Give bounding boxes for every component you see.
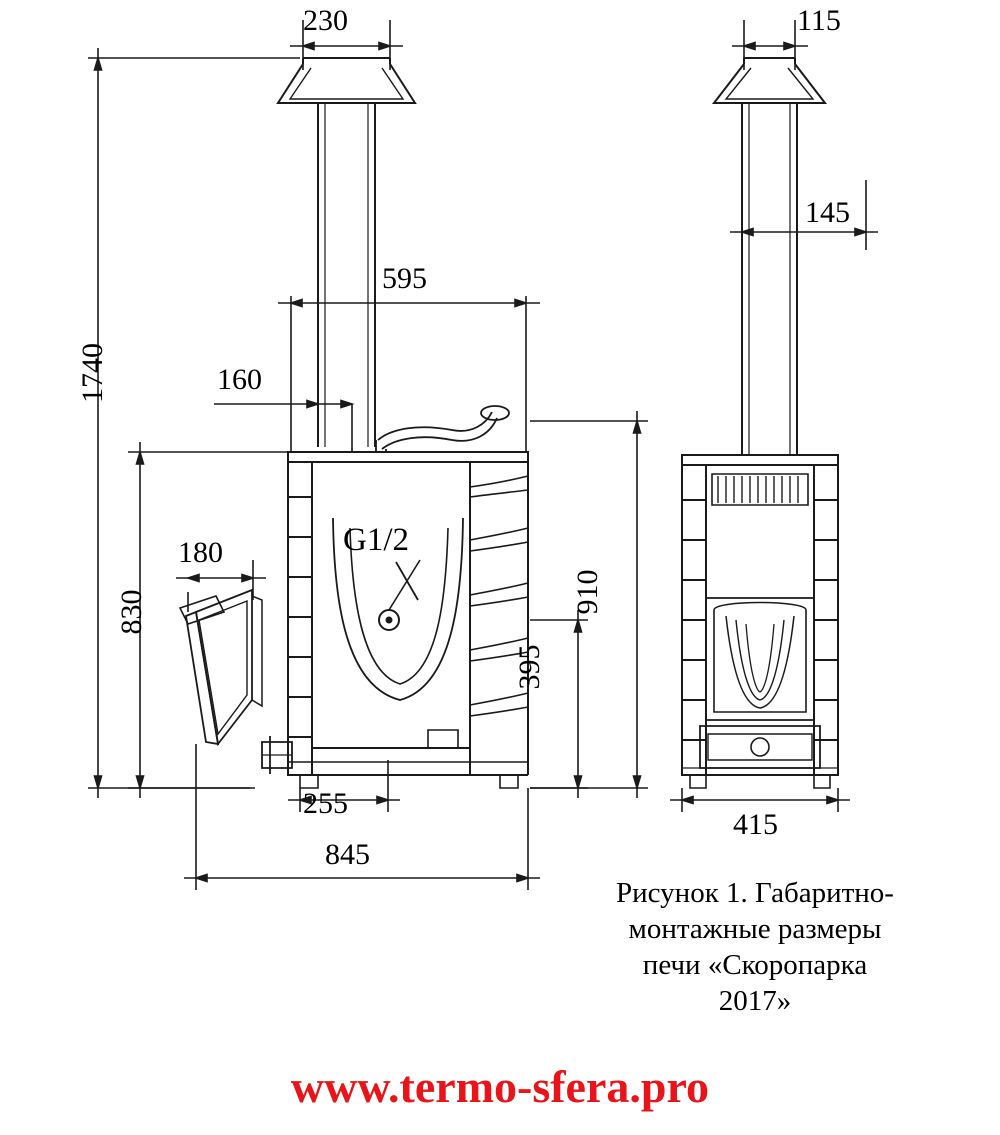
dim-1740 xyxy=(88,48,300,798)
dim-845 xyxy=(184,744,540,890)
dim-label-chimney-pipe-width: 145 xyxy=(805,196,850,229)
top-lever-front xyxy=(375,405,510,452)
figure-caption: Рисунок 1. Габаритно- монтажные размеры … xyxy=(545,875,965,1019)
thread-size-label: G1/2 xyxy=(343,522,409,558)
dim-label-overall-width: 415 xyxy=(733,808,778,841)
chimney-cap-front xyxy=(276,57,417,104)
dim-label-door-width: 180 xyxy=(178,536,223,569)
dim-180 xyxy=(176,560,266,612)
dim-label-body-height: 830 xyxy=(115,589,148,635)
stove-body-side xyxy=(681,454,839,789)
dim-255 xyxy=(288,760,400,812)
chimney-pipe-front xyxy=(317,103,376,447)
stove-body-front xyxy=(287,451,529,789)
dim-label-overall-depth: 845 xyxy=(325,838,370,871)
dim-145-side xyxy=(730,180,878,250)
dim-label-tank-height: 395 xyxy=(513,644,546,690)
dim-label-firebox-offset: 595 xyxy=(382,262,427,295)
caption-line-4: 2017» xyxy=(718,985,792,1017)
dim-595 xyxy=(278,296,540,452)
chimney-pipe-side xyxy=(741,103,798,455)
chimney-cap-side xyxy=(711,57,828,104)
dim-label-stone-height: 910 xyxy=(571,569,604,615)
dim-label-total-height: 1740 xyxy=(76,343,109,403)
dim-830 xyxy=(128,442,290,798)
firebox-door-front xyxy=(178,588,263,747)
thread-leader xyxy=(395,561,419,601)
site-watermark: www.termo-sfera.pro xyxy=(290,1061,710,1112)
caption-line-1: Рисунок 1. Габаритно- xyxy=(616,877,894,909)
dim-label-chimney-top-width-front: 230 xyxy=(303,4,348,37)
dim-label-base-width: 255 xyxy=(303,787,348,820)
caption-line-2: монтажные размеры xyxy=(628,913,882,945)
dim-label-chimney-top-width-side: 115 xyxy=(797,4,841,37)
dim-160 xyxy=(214,399,355,452)
ash-pan-handle-front xyxy=(261,736,293,774)
dim-395 xyxy=(530,610,588,798)
dim-label-door-offset: 160 xyxy=(217,363,262,396)
dim-415-side xyxy=(670,788,850,812)
caption-line-3: печи «Скоропарка xyxy=(642,949,868,981)
